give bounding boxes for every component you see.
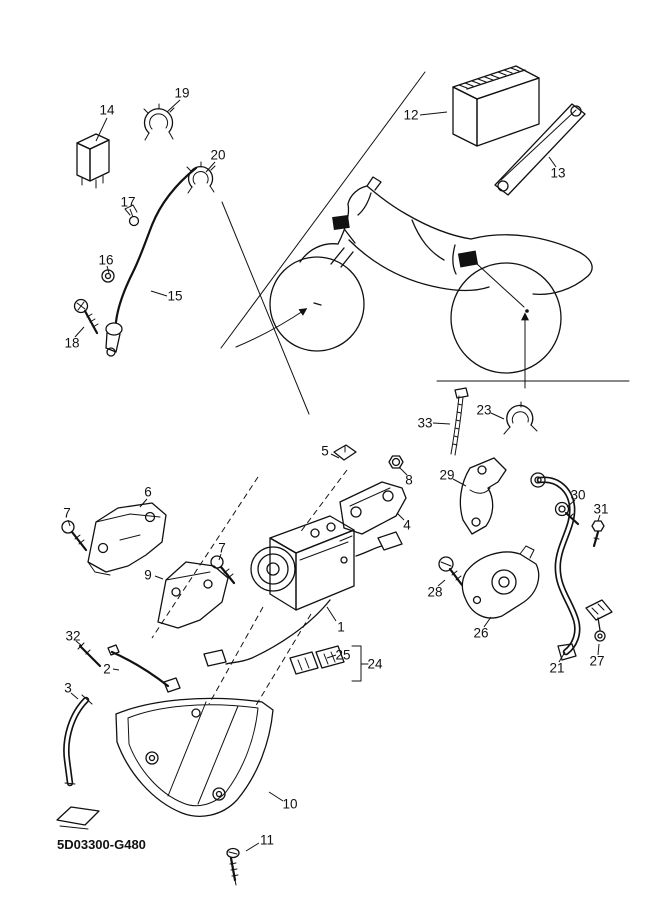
part-cable-tie-33 <box>451 388 468 455</box>
sensor-head <box>106 323 122 356</box>
diagram-code: 5D03300-G480 <box>57 837 146 852</box>
part-sensor-27 <box>586 600 612 641</box>
part-bolt-18 <box>75 300 99 334</box>
part-bolt-7-right <box>211 556 234 583</box>
part-bracket-9 <box>158 562 228 628</box>
part-hose-3 <box>65 695 92 784</box>
part-sensor-bracket-26 <box>462 546 538 618</box>
part-bolt-31 <box>592 521 604 546</box>
reference-lines <box>221 72 629 414</box>
part-plate-4 <box>340 482 406 534</box>
part-bolt-7-left <box>62 521 86 550</box>
part-nut-8 <box>389 456 403 468</box>
part-ecu <box>453 66 539 146</box>
part-clip-20 <box>187 162 215 193</box>
part-lead-2 <box>108 645 180 692</box>
part-screw-32 <box>78 643 100 666</box>
part-screw-11 <box>227 849 239 886</box>
part-bracket-29 <box>460 458 506 534</box>
part-bolt-30 <box>556 503 579 525</box>
part-relay <box>77 134 109 188</box>
part-ecu-band <box>495 104 585 195</box>
motorcycle-sketch <box>270 177 592 373</box>
part-cover-10 <box>116 698 273 816</box>
location-marker-front <box>332 214 355 243</box>
part-grommet-16 <box>102 270 114 282</box>
callout-leader-lines <box>68 100 600 851</box>
pointer-arrows <box>236 308 529 388</box>
fwd-marker: FWD <box>0 807 99 829</box>
part-bolt-28 <box>439 557 462 585</box>
part-bracket-6 <box>88 503 166 575</box>
part-clip-19 <box>144 104 174 140</box>
part-damper-5 <box>334 445 356 460</box>
part-sensor-lead <box>102 168 196 356</box>
part-brake-hose-21 <box>531 473 577 660</box>
part-clamp-23 <box>504 402 537 434</box>
part-clamp-17 <box>125 205 139 226</box>
location-marker-rear <box>457 250 479 268</box>
part-connectors <box>290 646 368 681</box>
part-abs-unit <box>204 516 402 666</box>
assembly-axes <box>152 470 347 707</box>
